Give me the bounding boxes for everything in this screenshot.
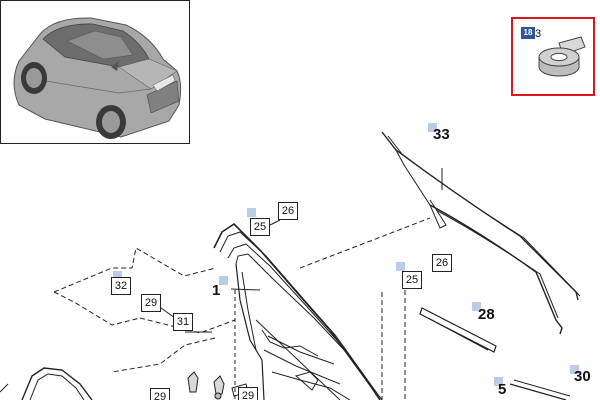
callout-29-lower-mid[interactable]: 29 [238, 387, 258, 400]
callout-33[interactable]: 33 [433, 126, 450, 143]
callout-31[interactable]: 31 [173, 313, 193, 331]
marker-32 [113, 271, 122, 280]
callout-1[interactable]: 1 [212, 282, 221, 299]
accessory-tape-box[interactable]: 18 3 [511, 17, 595, 96]
callout-29-upper[interactable]: 29 [141, 294, 161, 312]
callout-32[interactable]: 32 [111, 277, 131, 295]
callout-28[interactable]: 28 [478, 306, 495, 323]
accessory-badge: 18 [521, 27, 535, 39]
callout-5[interactable]: 5 [498, 381, 507, 398]
callout-26-right[interactable]: 26 [432, 254, 452, 272]
marker-25b [396, 262, 405, 271]
vehicle-thumbnail [0, 0, 190, 144]
marker-30 [570, 365, 579, 374]
callout-25-upper[interactable]: 25 [250, 218, 270, 236]
callout-25-right[interactable]: 25 [402, 271, 422, 289]
tape-roll-icon [538, 36, 586, 77]
marker-5 [494, 377, 503, 386]
vehicle-thumbnail-icon [13, 17, 182, 139]
accessory-number: 3 [535, 28, 542, 40]
callout-26-upper[interactable]: 26 [278, 202, 298, 220]
marker-28 [472, 302, 481, 311]
marker-1 [219, 276, 228, 285]
callout-30[interactable]: 30 [574, 368, 591, 385]
marker-33 [428, 123, 437, 132]
marker-25a [247, 208, 256, 217]
callout-29-lower-left[interactable]: 29 [150, 388, 170, 400]
